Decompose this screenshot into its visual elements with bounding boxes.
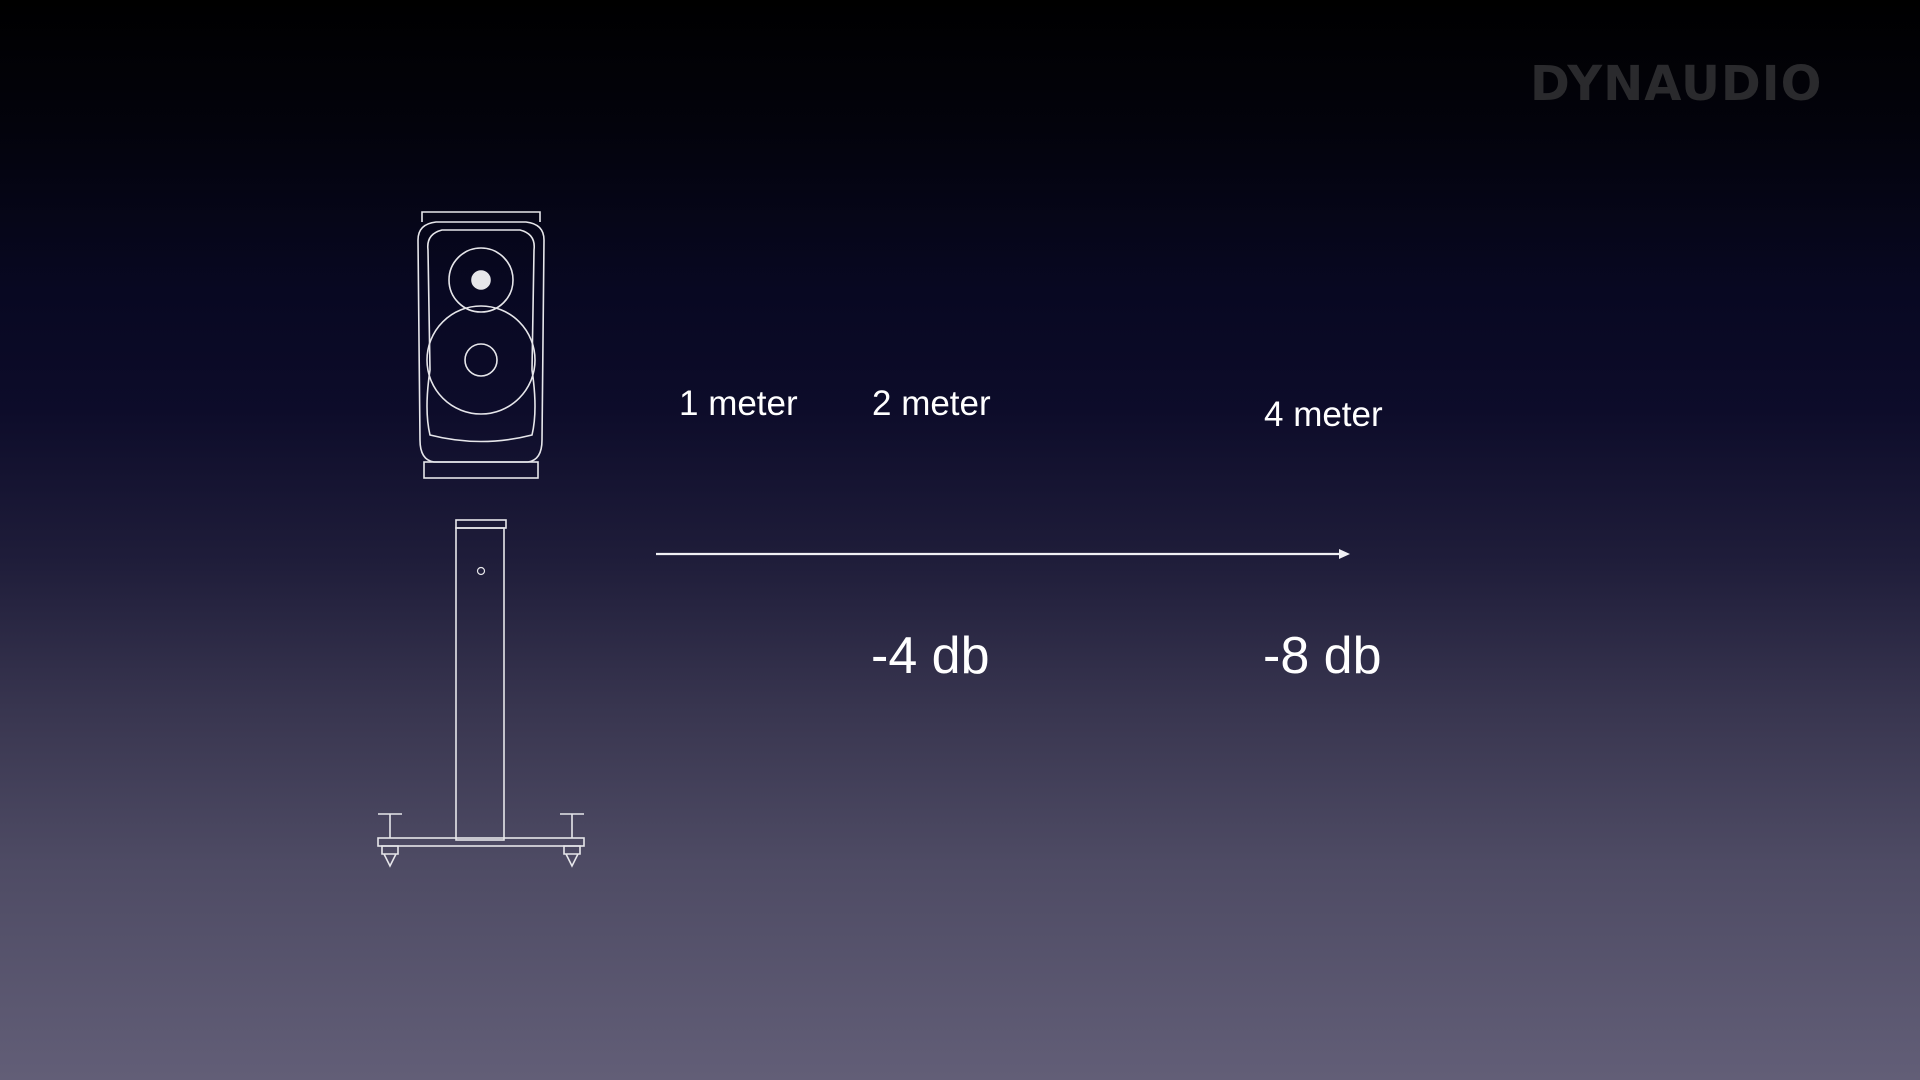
distance-label-4m: 4 meter (1264, 395, 1383, 434)
distance-label-2m: 2 meter (872, 384, 991, 423)
distance-arrow (656, 549, 1350, 559)
level-label-4m: -8 db (1263, 627, 1382, 685)
speaker-stand-icon (377, 211, 585, 868)
distance-label-1m: 1 meter (679, 384, 798, 423)
level-label-2m: -4 db (871, 627, 990, 685)
dynaudio-logo: DYNAUDIO (1530, 56, 1823, 112)
